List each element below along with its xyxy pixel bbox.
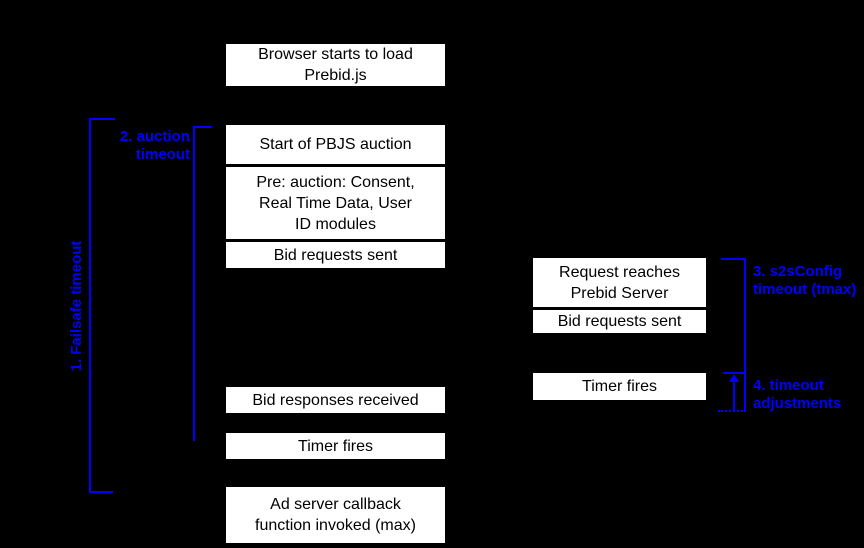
label-text-line: 3. s2sConfig [753, 263, 843, 280]
s2sconfig-bracket-top-tick [721, 258, 746, 260]
box-timer-fires-right: Timer fires [533, 373, 706, 400]
box-bid-requests-sent-left: Bid requests sent [226, 242, 445, 268]
up-arrow-icon [733, 381, 735, 410]
adjustment-dotted-line [718, 410, 746, 412]
s2sconfig-bracket-mid-tick [723, 372, 746, 374]
box-start-of-pbjs-auction: Start of PBJS auction [226, 125, 445, 164]
box-timer-fires-left: Timer fires [226, 433, 445, 459]
label-text-line: 4. timeout [753, 377, 824, 394]
auction-bracket-vertical-line [193, 126, 195, 441]
box-text-line: Browser starts to load [258, 46, 413, 63]
label-text-line: 2. auction [119, 128, 190, 145]
auction-bracket-top-tick [193, 126, 212, 128]
box-text-line: Bid requests sent [273, 246, 398, 264]
label-text-line: timeout (tmax) [753, 281, 857, 298]
up-arrow-head-icon [729, 374, 739, 382]
box-text-line: ID modules [295, 215, 376, 233]
label-failsafe-timeout: 1. Failsafe timeout [68, 240, 85, 372]
label-timeout-adjustments: 4. timeout adjustments [753, 377, 864, 413]
box-request-reaches-prebid-server: Request reaches Prebid Server [533, 258, 706, 307]
label-text-line: adjustments [753, 395, 842, 412]
box-text-line: Start of PBJS auction [259, 136, 412, 153]
box-pre-auction-modules: Pre: auction: Consent, Real Time Data, U… [226, 167, 445, 239]
box-bid-responses-received: Bid responses received [226, 387, 445, 413]
box-ad-server-callback: Ad server callback function invoked (max… [226, 487, 445, 543]
box-text-line: Pre: auction: Consent, [256, 173, 415, 191]
failsafe-bracket-vertical-line [89, 118, 91, 493]
box-text-line: Prebid.js [304, 67, 367, 84]
box-text-line: Prebid Server [570, 284, 669, 302]
box-text-line: Bid responses received [252, 391, 419, 409]
box-text-line: Real Time Data, User [259, 194, 412, 212]
label-text-line: timeout [135, 146, 190, 163]
s2sconfig-bracket-vertical-line [744, 258, 746, 412]
box-text-line: Timer fires [582, 378, 657, 395]
failsafe-bracket-top-tick [89, 118, 115, 120]
box-text-line: Bid requests sent [557, 313, 682, 330]
box-browser-load: Browser starts to load Prebid.js [226, 44, 445, 86]
label-s2sconfig-timeout: 3. s2sConfig timeout (tmax) [753, 263, 864, 299]
failsafe-bracket-bottom-tick [89, 491, 113, 493]
box-text-line: Timer fires [298, 437, 373, 455]
box-text-line: Ad server callback [270, 496, 401, 513]
box-text-line: Request reaches [559, 263, 680, 281]
box-text-line: function invoked (max) [255, 517, 416, 534]
label-auction-timeout: 2. auction timeout [100, 128, 190, 164]
box-bid-requests-sent-right: Bid requests sent [533, 310, 706, 333]
